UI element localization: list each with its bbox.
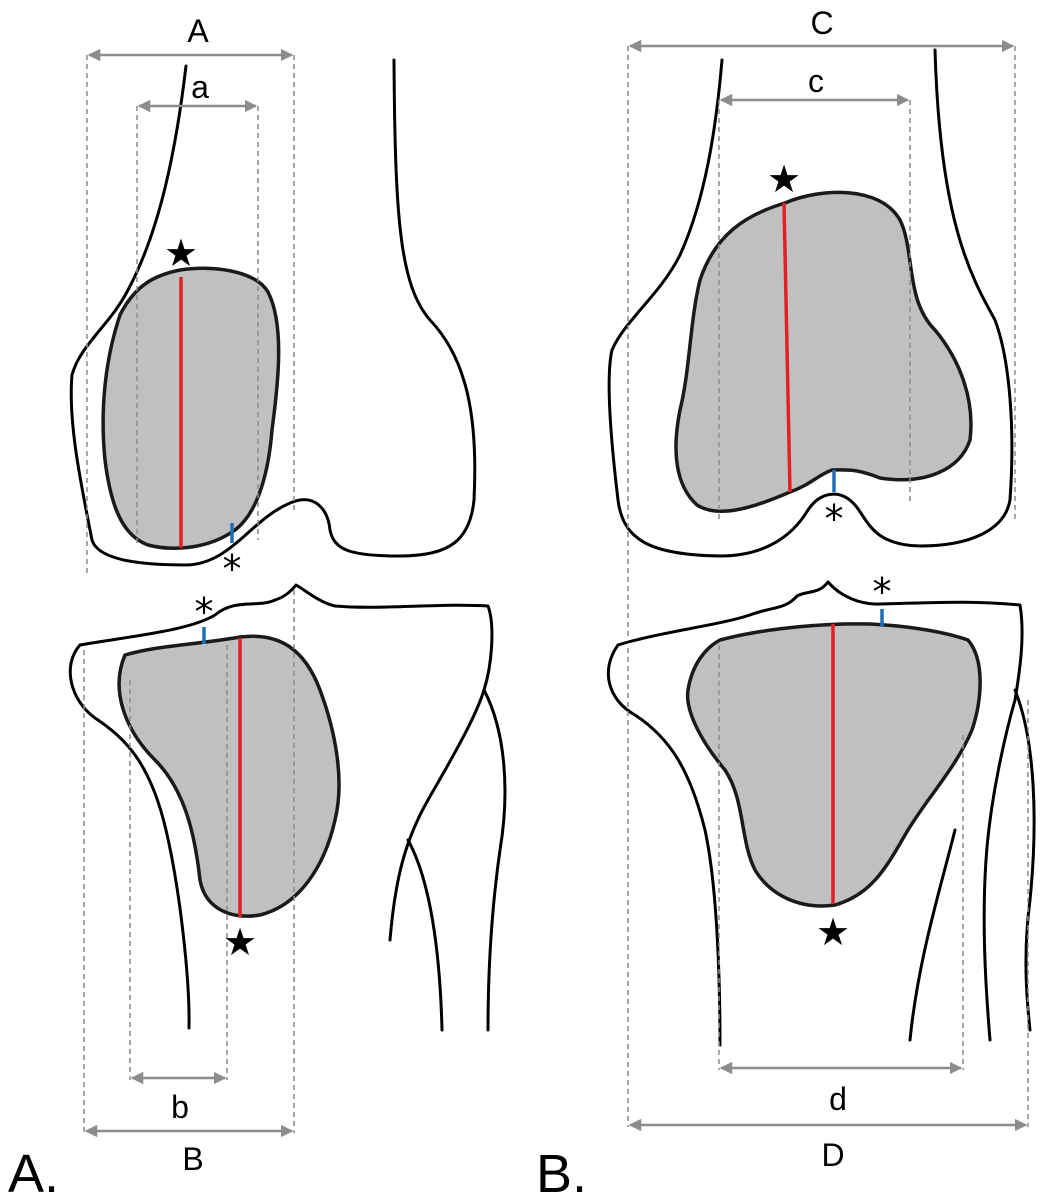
dim-label-a: a [191, 69, 209, 105]
asterisk-marker: * [825, 497, 844, 541]
femur-outline-a [69, 58, 477, 567]
panel-a: ★ * * ★ A a b B A. [8, 13, 507, 1200]
dim-label-d: d [829, 1081, 847, 1117]
star-marker: ★ [767, 157, 801, 201]
fibula-inner-a [406, 838, 444, 1032]
tibia-outline-b [616, 580, 1024, 1042]
dim-label-D: D [821, 1137, 844, 1173]
dim-label-A: A [187, 13, 209, 49]
star-marker: ★ [164, 231, 198, 275]
asterisk-marker: * [223, 547, 242, 591]
tibia-outline-a [78, 583, 494, 942]
panel-label-b: B. [536, 1144, 587, 1200]
femoral-lesion-a [101, 266, 281, 550]
tibia-anterior-a [68, 643, 191, 1030]
panel-b: ★ * * ★ C c d D B. [536, 5, 1036, 1200]
star-marker: ★ [816, 910, 850, 954]
fibula-inner-b [908, 828, 957, 1042]
dim-label-B: B [182, 1141, 203, 1177]
asterisk-marker: * [873, 570, 892, 614]
asterisk-marker: * [195, 590, 214, 634]
dim-label-c: c [808, 63, 824, 99]
tibial-lesion-a [117, 634, 341, 918]
fibula-outline-a [482, 688, 507, 1032]
femoral-axis-b [782, 202, 792, 493]
dim-label-C: C [810, 5, 833, 41]
fibula-outline-b [1013, 688, 1036, 1032]
femoral-lesion-b [674, 190, 973, 513]
femur-outline-b [607, 48, 1014, 558]
star-marker: ★ [223, 920, 257, 964]
panel-label-a: A. [8, 1144, 59, 1200]
dim-label-b: b [171, 1089, 189, 1125]
